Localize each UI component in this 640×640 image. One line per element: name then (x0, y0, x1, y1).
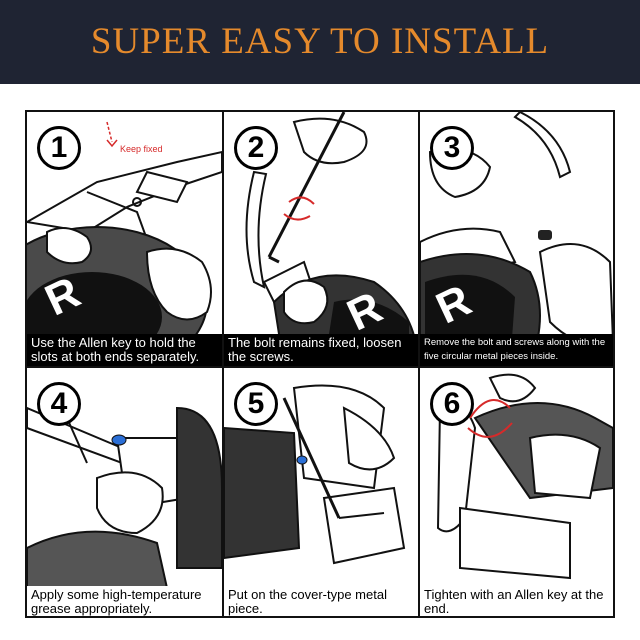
grid-divider-v1 (222, 112, 224, 616)
step-2-caption: The bolt remains fixed, loosen the screw… (224, 334, 418, 366)
grid-divider-h (27, 366, 613, 368)
step-1-panel: 1 Keep fixed R Use the Allen key to hold… (27, 112, 222, 366)
step-5-caption: Put on the cover-type metal piece. (224, 586, 418, 616)
step-4-number: 4 (37, 382, 81, 426)
step-3-number: 3 (430, 126, 474, 170)
step-5-illustration (224, 384, 406, 565)
step-2-number: 2 (234, 126, 278, 170)
step-6-panel: 6 Tighten with an Allen key at the end. (420, 368, 613, 616)
step-4-caption: Apply some high-temperature grease appro… (27, 586, 222, 616)
step-5-panel: 5 Put on the cover-type metal piece. (224, 368, 418, 616)
page-title: SUPER EASY TO INSTALL (90, 21, 550, 62)
header-banner: SUPER EASY TO INSTALL (0, 0, 640, 84)
instruction-grid: 1 Keep fixed R Use the Allen key to hold… (25, 110, 615, 618)
step-6-caption: Tighten with an Allen key at the end. (420, 586, 613, 616)
step-6-number: 6 (430, 382, 474, 426)
step-2-panel: 2 R The bolt remains fixed, loosen the s… (224, 112, 418, 366)
step-5-number: 5 (234, 382, 278, 426)
step-3-panel: 3 R Remove the bolt and screws along wit… (420, 112, 613, 366)
step-3-caption: Remove the bolt and screws along with th… (420, 334, 613, 366)
keep-fixed-annotation: Keep fixed (120, 144, 163, 154)
step-4-illustration (27, 406, 222, 589)
step-1-caption: Use the Allen key to hold the slots at b… (27, 334, 222, 366)
grid-divider-v2 (418, 112, 420, 616)
step-1-number: 1 (37, 126, 81, 170)
step-4-panel: 4 Apply some high-temperature grease app… (27, 368, 222, 616)
